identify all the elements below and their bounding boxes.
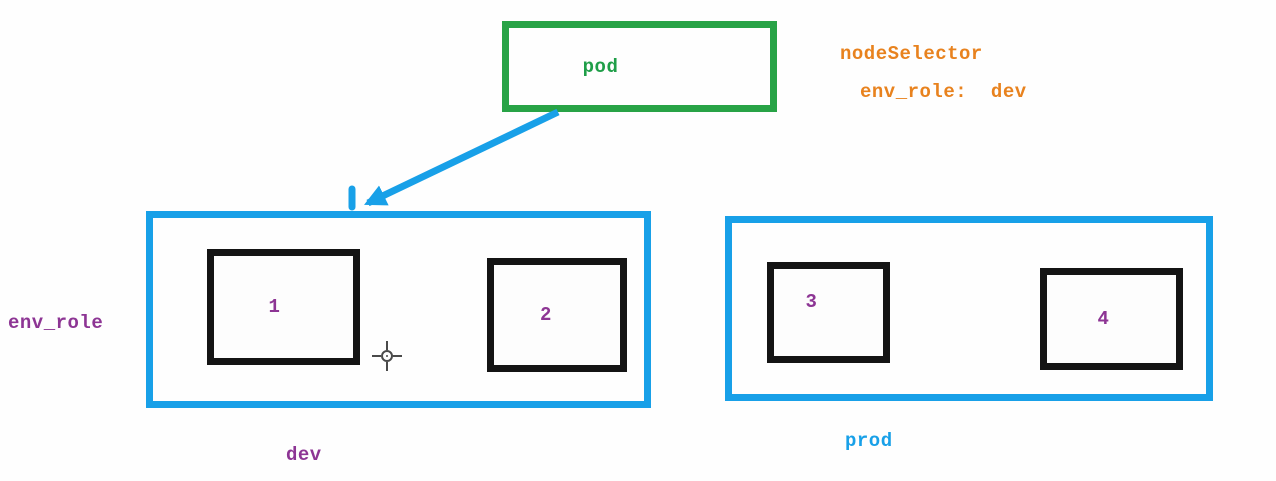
cluster-dev-box: 1 2	[146, 211, 651, 408]
cluster-prod-caption: prod	[845, 430, 893, 452]
node-box-3: 3	[767, 262, 890, 363]
node-1-label: 1	[268, 296, 281, 318]
node-box-4: 4	[1040, 268, 1183, 370]
pod-label: pod	[582, 55, 619, 78]
node-selector-title: nodeSelector	[840, 43, 983, 65]
node-box-1: 1	[207, 249, 360, 365]
env-role-label: env_role	[8, 312, 104, 334]
pod-box: pod	[502, 21, 777, 112]
node-2-label: 2	[540, 304, 552, 326]
node-4-label: 4	[1097, 308, 1110, 330]
cluster-dev-caption: dev	[286, 444, 322, 466]
node-selector-rule: env_role: dev	[860, 81, 1027, 103]
cluster-prod-box: 3 4	[725, 216, 1213, 401]
node-3-label: 3	[805, 290, 818, 313]
node-box-2: 2	[487, 258, 627, 372]
